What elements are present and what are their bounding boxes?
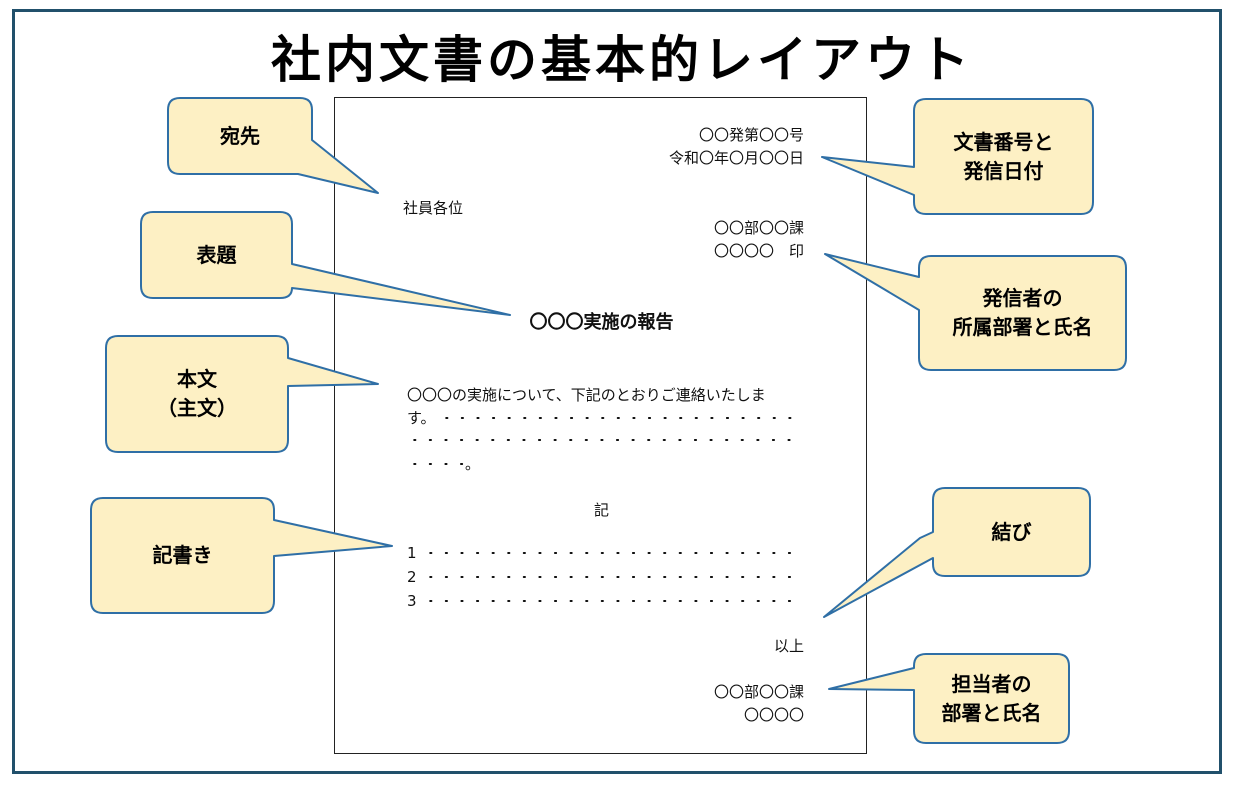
closing: 以上 [773, 637, 804, 655]
callout-shape-closing [823, 487, 1091, 618]
callout-shape-ki-items [90, 497, 393, 614]
callout-sender-label: 発信者の 所属部署と氏名 [952, 286, 1093, 339]
body-line-2-start: す。 [407, 409, 436, 427]
contact-department: 〇〇部〇〇課 [713, 683, 804, 701]
body-line-1: 〇〇〇の実施について、下記のとおりご連絡いたしま [407, 386, 766, 404]
item-1-number: 1 [407, 544, 417, 562]
recipient: 社員各位 [403, 199, 464, 217]
callout-shape-subject [140, 211, 511, 316]
body-line-4-dots [407, 463, 467, 465]
callout-shape-number-date [821, 98, 1094, 215]
sender-name: 〇〇〇〇 印 [713, 242, 804, 260]
outer-frame [12, 9, 1222, 774]
sender-department: 〇〇部〇〇課 [713, 219, 804, 237]
item-3-number: 3 [407, 592, 417, 610]
body-line-4-end: 。 [465, 455, 481, 473]
body-line-2-dots [439, 417, 797, 419]
callout-contact-label: 担当者の 部署と氏名 [941, 671, 1042, 725]
callout-subject-label: 表題 [196, 242, 237, 267]
callout-body-label: 本文 （主文） [157, 367, 237, 420]
item-2-number: 2 [407, 568, 417, 586]
item-1-dots [423, 552, 797, 554]
contact-name: 〇〇〇〇 [743, 706, 804, 724]
callout-shape-body [105, 335, 379, 453]
document-subject: 〇〇〇実施の報告 [529, 312, 674, 333]
callout-recipient-label: 宛先 [220, 123, 260, 148]
body-line-3-dots [407, 439, 797, 441]
ki-heading: 記 [593, 501, 609, 519]
callout-shape-sender [824, 253, 1127, 371]
document-number: 〇〇発第〇〇号 [698, 126, 804, 144]
callout-shape-recipient [167, 97, 379, 194]
callout-shape-contact [828, 653, 1070, 744]
callout-ki-items-label: 記書き [152, 543, 213, 567]
document-paper: 〇〇発第〇〇号 令和〇年〇月〇〇日 社員各位 〇〇部〇〇課 〇〇〇〇 印 〇〇〇… [334, 97, 867, 754]
issue-date: 令和〇年〇月〇〇日 [668, 149, 804, 167]
item-2-dots [423, 576, 797, 578]
callout-closing-label: 結び [991, 519, 1032, 544]
callout-number-date-label: 文書番号と 発信日付 [953, 129, 1054, 183]
page-title: 社内文書の基本的レイアウト [271, 31, 973, 89]
item-3-dots [423, 600, 797, 602]
